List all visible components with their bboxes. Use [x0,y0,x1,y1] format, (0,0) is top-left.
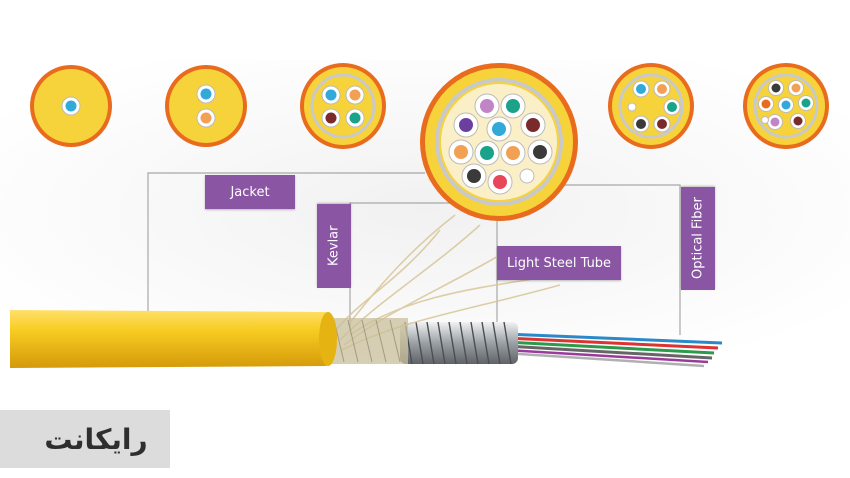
label-kevlar-text: Kevlar [326,225,342,267]
cross-section-8-fiber [743,63,829,149]
cross-section-1-fiber [30,65,112,147]
cross-section-2-fiber [165,65,247,147]
brand-logo-text: رایکانت [44,422,148,456]
cross-section-4-fiber [300,63,386,149]
fiber-cable [10,214,723,368]
cross-section-6-fiber [608,63,694,149]
cross-section-12-fiber [420,63,578,221]
label-jacket: Jacket [205,175,295,209]
label-light-steel-tube-text: Light Steel Tube [506,255,612,271]
label-kevlar: Kevlar [317,204,351,288]
brand-logo: رایکانت [0,410,170,468]
label-jacket-text: Jacket [230,184,270,200]
label-optical-fiber: Optical Fiber [681,187,715,290]
label-light-steel-tube: Light Steel Tube [497,246,621,280]
label-optical-fiber-text: Optical Fiber [690,197,706,280]
